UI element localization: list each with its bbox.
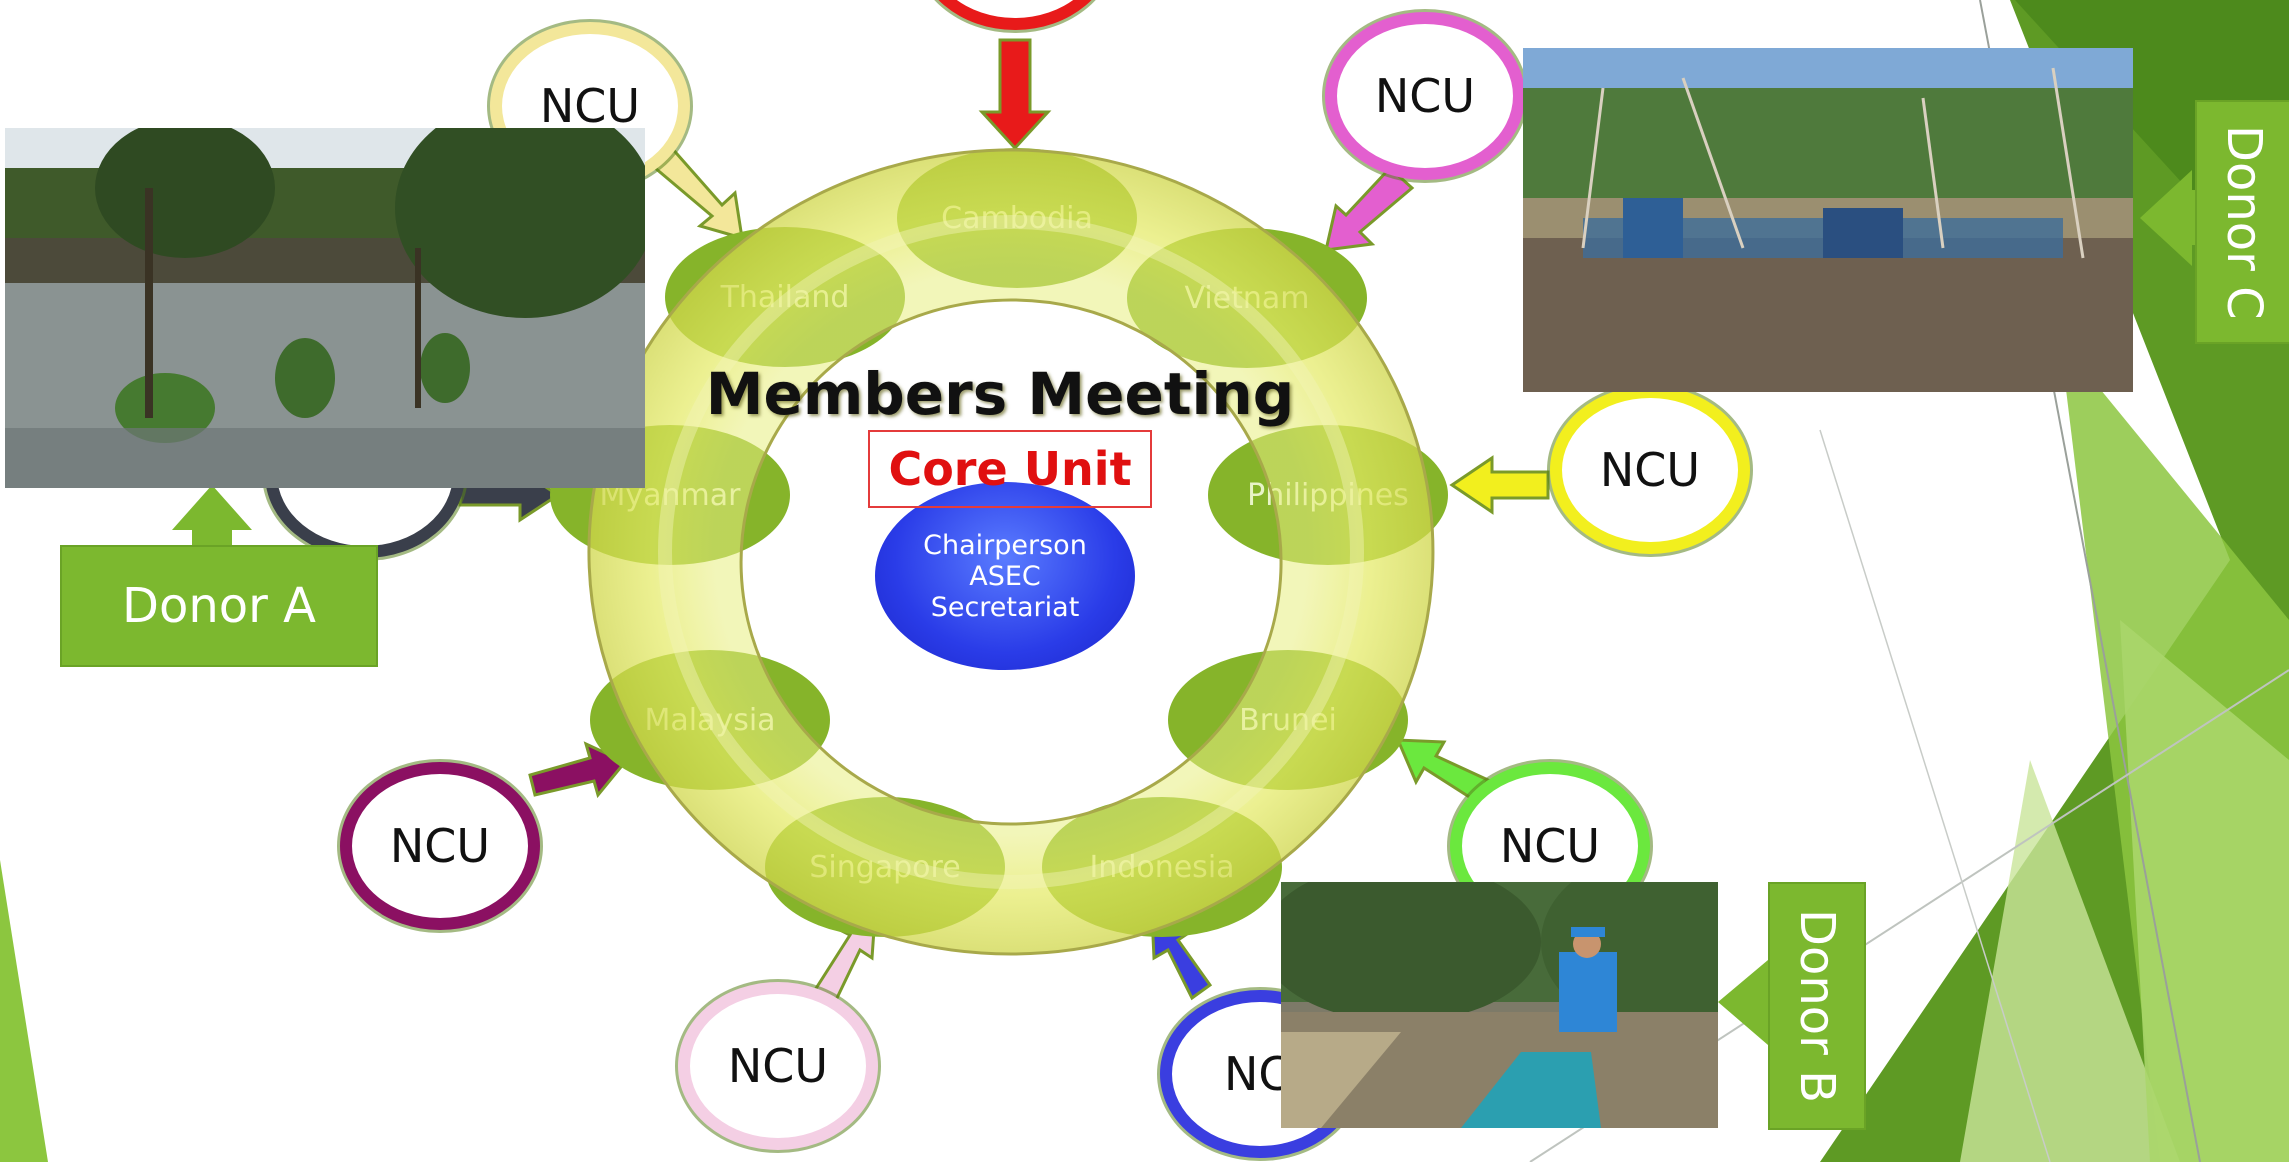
secretariat-ellipse: Chairperson ASEC Secretariat — [875, 482, 1135, 670]
country-singapore: Singapore — [765, 797, 1005, 937]
photo-mangrove-forest — [5, 128, 645, 488]
country-malaysia: Malaysia — [590, 650, 830, 790]
country-vietnam: Vietnam — [1127, 228, 1367, 368]
diagram-title: Members Meeting — [705, 360, 1295, 428]
donor-c-box: Donor C — [2195, 100, 2289, 344]
center-line-asec: ASEC — [969, 560, 1041, 592]
photo-campsite — [1523, 48, 2133, 392]
country-indonesia: Indonesia — [1042, 797, 1282, 937]
country-cambodia: Cambodia — [897, 148, 1137, 288]
ncu-circle-vietnam: NCU — [1325, 12, 1525, 180]
country-thailand: Thailand — [665, 227, 905, 367]
photo-boat-river — [1281, 882, 1718, 1128]
country-philippines: Philippines — [1208, 425, 1448, 565]
core-unit-box: Core Unit — [868, 430, 1152, 508]
ncu-circle-singapore: NCU — [678, 982, 878, 1150]
donor-b-box: Donor B — [1768, 882, 1866, 1130]
ncu-circle-malaysia: NCU — [340, 762, 540, 930]
center-line-secretariat: Secretariat — [930, 591, 1080, 623]
ncu-circle-philippines: NCU — [1550, 386, 1750, 554]
donor-a-box: Donor A — [60, 545, 378, 667]
center-line-chairperson: Chairperson — [923, 529, 1087, 561]
country-brunei: Brunei — [1168, 650, 1408, 790]
